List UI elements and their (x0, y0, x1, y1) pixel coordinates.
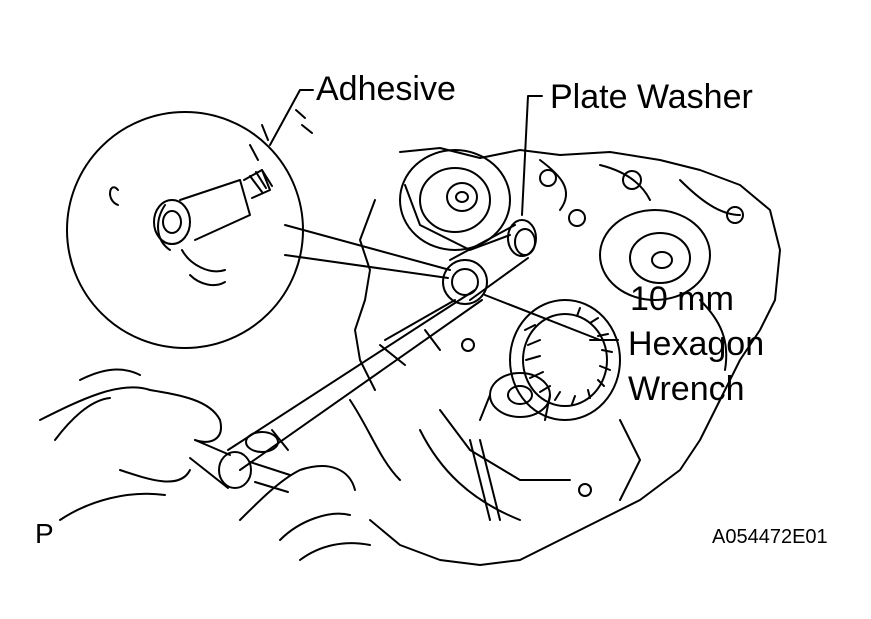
figure-code: A054472E01 (712, 526, 828, 548)
hexagon-label: Hexagon (628, 325, 765, 363)
upper-right-pulley (599, 209, 711, 301)
callout-leaders (269, 89, 619, 341)
detail-circle (66, 111, 304, 349)
hands (39, 368, 371, 561)
idler-pulley (399, 149, 511, 251)
zoom-lines (284, 224, 451, 279)
timing-gear (479, 299, 621, 421)
tensioner-assembly (442, 219, 537, 305)
wrench-label: Wrench (628, 370, 745, 408)
adhesive-label: Adhesive (316, 70, 456, 108)
hexagon-wrench (189, 289, 483, 493)
adhesive-marks (295, 109, 313, 134)
size-label: 10 mm (630, 280, 734, 318)
plate-washer-label: Plate Washer (550, 78, 753, 116)
corner-mark: P (35, 518, 54, 549)
engine-block (349, 147, 781, 566)
